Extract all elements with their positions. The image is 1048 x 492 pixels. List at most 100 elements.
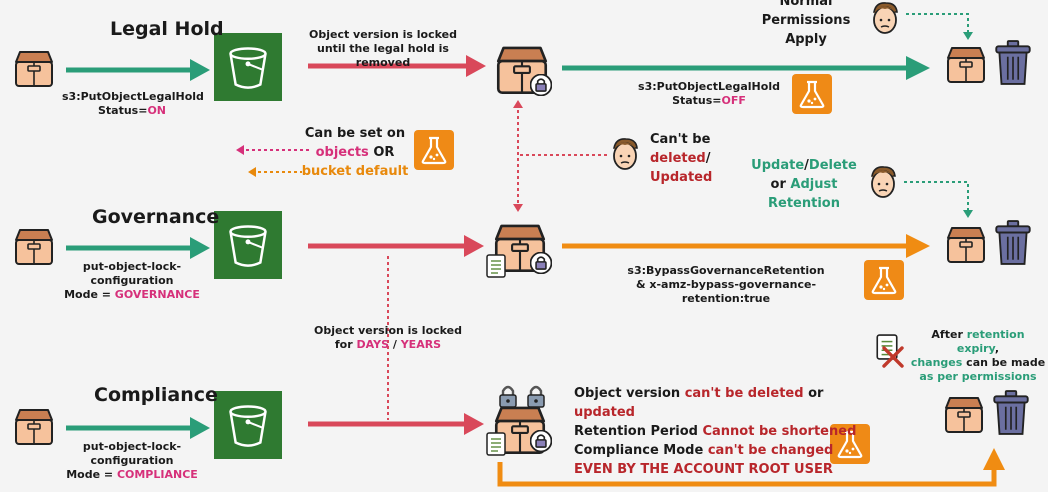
rule-highlight: can't be changed — [707, 443, 834, 458]
or-text: OR — [373, 145, 395, 160]
dotted-connector — [513, 100, 608, 212]
for-text: for — [334, 338, 353, 351]
object-box-icon — [15, 229, 53, 265]
retention-text: Retention — [768, 196, 840, 211]
can-be-set-label: Can be set on objects OR bucket default — [300, 124, 410, 181]
changes-line: changes can be made — [910, 356, 1046, 370]
user-face-icon — [871, 166, 896, 198]
s3-bucket-icon — [214, 32, 282, 102]
rule-line: Retention Period Cannot be shortened — [574, 422, 884, 441]
rule-highlight: can't be deleted — [684, 386, 804, 401]
trash-can-icon — [995, 220, 1031, 265]
mode-line: Mode = GOVERNANCE — [62, 288, 202, 302]
status-prefix: Status= — [97, 104, 148, 117]
compliance-rules: Object version can't be deleted or updat… — [574, 384, 884, 479]
update-delete-line: Update/Delete — [748, 156, 860, 175]
legal-hold-title: Legal Hold — [110, 18, 224, 40]
lock-icon — [530, 252, 552, 274]
off-status-prefix: Status= — [672, 94, 722, 107]
can-be-set-objects-line: objects OR — [300, 143, 410, 162]
legal-hold-request-label: s3:PutObjectLegalHold Status=ON — [62, 90, 204, 118]
dotted-arrow-orange — [248, 167, 302, 177]
compliance-title: Compliance — [94, 384, 218, 406]
normal-permissions-line: Permissions — [761, 13, 851, 28]
as-per-permissions-text: as per permissions — [919, 370, 1037, 383]
green-arrow — [66, 417, 210, 439]
cross-icon — [882, 346, 904, 368]
updated-text: Updated — [650, 170, 713, 185]
object-box-icon — [947, 227, 985, 263]
object-box-icon — [945, 397, 983, 433]
request-text: s3:PutObjectLegalHold — [62, 90, 204, 103]
config-line: put-object-lock- — [82, 260, 182, 273]
objects-text: objects — [315, 145, 369, 160]
off-request-text: s3:PutObjectLegalHold — [638, 80, 780, 93]
document-icon — [486, 254, 506, 278]
governance-title: Governance — [92, 206, 220, 228]
after-text: After — [931, 328, 963, 341]
padlock-icon — [498, 385, 518, 408]
adjust-text: Adjust — [790, 177, 838, 192]
root-user-warning: EVEN BY THE ACCOUNT ROOT USER — [574, 462, 833, 477]
slash-text: / — [705, 151, 711, 166]
off-status-value: OFF — [721, 94, 746, 107]
rule-text: Compliance Mode — [574, 443, 704, 458]
mode-prefix: Mode = — [66, 468, 117, 481]
iam-policy-flask-icon — [414, 130, 454, 170]
days-years-line: for DAYS / YEARS — [314, 338, 462, 352]
green-arrow — [66, 237, 210, 259]
days-text: DAYS — [356, 338, 389, 351]
cant-be-label: Can't be deleted/ Updated — [650, 130, 722, 187]
bucket-default-text: bucket default — [301, 164, 409, 179]
iam-policy-flask-icon — [792, 74, 832, 114]
years-text: YEARS — [400, 338, 442, 351]
normal-permissions-label: Normal Permissions Apply — [752, 0, 860, 49]
off-status-line: Status=OFF — [630, 94, 788, 108]
object-box-icon — [947, 47, 985, 83]
changes-text: changes — [910, 356, 963, 369]
mode-value: COMPLIANCE — [116, 468, 198, 481]
red-arrow — [308, 413, 484, 435]
slash-text: / — [804, 158, 809, 173]
rule-highlight: Cannot be shortened — [702, 424, 857, 439]
retention-expiry-text: retention expiry — [956, 328, 1025, 355]
locked-for-line: Object version is locked — [314, 324, 463, 337]
update-delete-label: Update/Delete or Adjust Retention — [748, 156, 860, 213]
rule-text: Retention Period — [574, 424, 698, 439]
red-arrow — [308, 55, 486, 77]
object-box-icon — [15, 51, 53, 87]
padlock-icon — [526, 385, 546, 408]
cant-be-line: Can't be — [650, 132, 711, 147]
delete-text: Delete — [808, 158, 857, 173]
locked-for-label: Object version is locked for DAYS / YEAR… — [314, 324, 462, 352]
governance-config-label: put-object-lock- configuration Mode = GO… — [62, 260, 202, 302]
bypass-line: & x-amz-bypass-governance-retention:true — [635, 278, 817, 305]
status-line: Status=ON — [62, 104, 202, 118]
or-text: or — [770, 177, 786, 192]
rule-line: Compliance Mode can't be changed — [574, 441, 884, 460]
trash-can-icon — [995, 40, 1031, 85]
deleted-text: deleted — [650, 151, 706, 166]
orange-arrow — [562, 234, 930, 258]
or-adjust-line: or Adjust — [748, 175, 860, 194]
lock-icon — [530, 74, 552, 96]
update-text: Update — [751, 158, 805, 173]
object-box-icon — [15, 409, 53, 445]
rule-text: Object version — [574, 386, 681, 401]
mode-line: Mode = COMPLIANCE — [62, 468, 202, 482]
mode-value: GOVERNANCE — [114, 288, 200, 301]
bypass-line: s3:BypassGovernanceRetention — [627, 264, 825, 277]
can-be-set-line: Can be set on — [304, 126, 406, 141]
config-line: configuration — [90, 274, 174, 287]
s3-bucket-icon — [214, 210, 282, 280]
config-line: configuration — [90, 454, 174, 467]
bypass-label: s3:BypassGovernanceRetention & x-amz-byp… — [596, 264, 856, 306]
rule-highlight: updated — [574, 405, 635, 420]
config-line: put-object-lock- — [82, 440, 182, 453]
green-arrow — [66, 59, 210, 81]
rule-text: or — [808, 386, 824, 401]
green-arrow — [562, 56, 930, 80]
orange-elbow-arrow — [497, 448, 1005, 487]
trash-can-icon — [993, 390, 1029, 435]
status-value: ON — [147, 104, 167, 117]
